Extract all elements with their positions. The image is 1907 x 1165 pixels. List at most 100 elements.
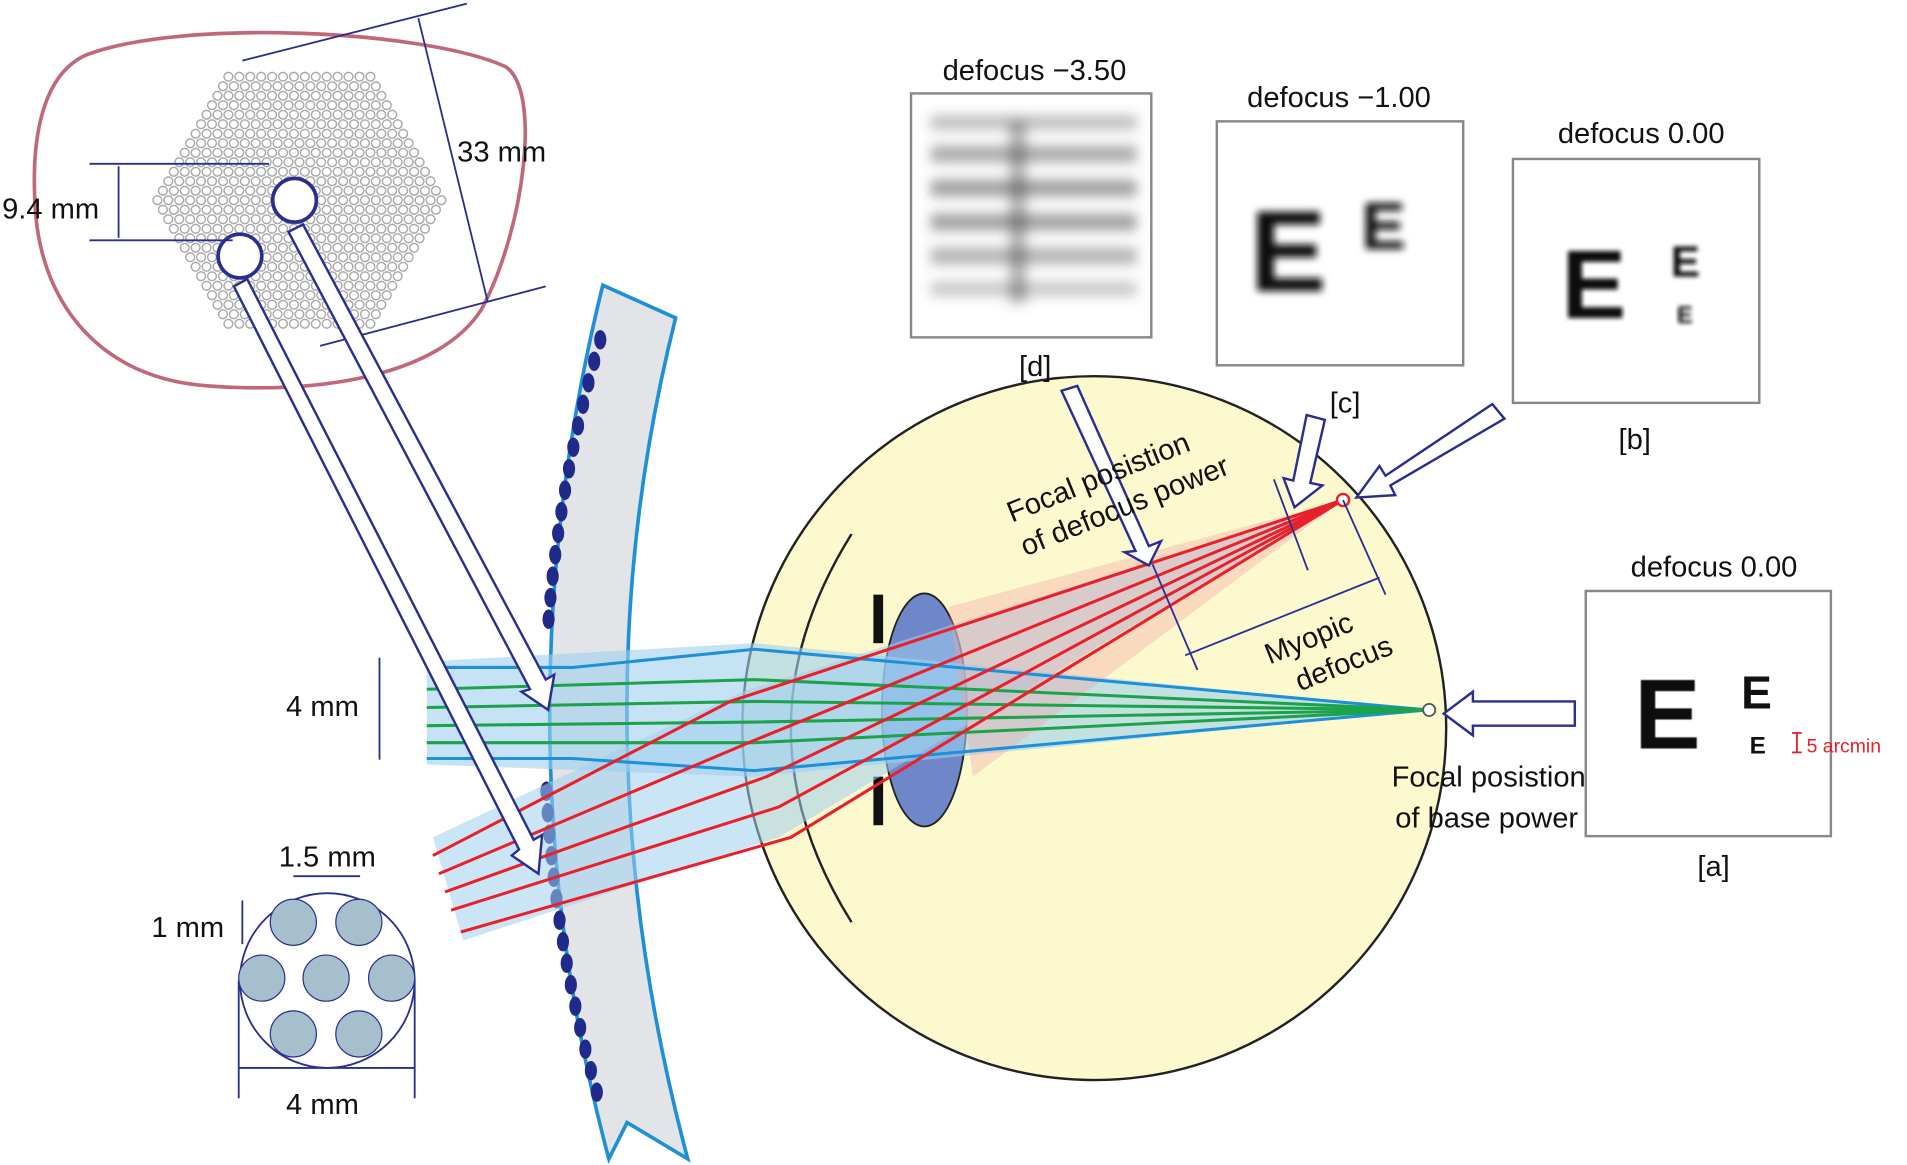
microlens-dot xyxy=(321,71,332,82)
microlens-dot xyxy=(174,157,185,168)
microlens-dot xyxy=(212,204,223,215)
lenslet-bump xyxy=(564,974,577,995)
spectacle-lens-outline xyxy=(32,30,527,390)
letter-large: E xyxy=(1634,660,1700,771)
microlens-dot xyxy=(365,71,376,82)
microlens-dot xyxy=(256,280,267,291)
microlens-dot xyxy=(201,185,212,196)
microlens-dot xyxy=(299,166,310,177)
microlens-dot xyxy=(272,138,283,149)
microlens-dot xyxy=(228,100,239,111)
microlens-dot xyxy=(321,147,332,158)
microlens-dot xyxy=(365,318,376,329)
microlens-dot xyxy=(201,242,212,253)
microlens-dot xyxy=(261,252,272,263)
microlens-dot xyxy=(332,242,343,253)
microlens-dot xyxy=(206,214,218,225)
microlens-dot xyxy=(376,166,387,177)
microlens-dot xyxy=(272,233,283,244)
microlens-dot xyxy=(201,280,212,291)
microlens-dot xyxy=(256,71,267,82)
microlens-dot xyxy=(228,214,239,225)
microlens-dot xyxy=(223,318,234,329)
microlens-dot xyxy=(212,299,223,310)
microlens-dot xyxy=(294,119,305,130)
microlens-dot xyxy=(201,166,212,177)
panel-title: defocus 0.00 xyxy=(1558,118,1725,150)
microlens-dot xyxy=(332,128,343,139)
microlens-dot xyxy=(310,109,321,120)
microlens-dot xyxy=(283,81,294,92)
microlens-dot xyxy=(337,138,349,149)
microlens-dot xyxy=(212,128,223,139)
letter-medium: E xyxy=(1671,238,1700,287)
lenslet-bump xyxy=(574,1017,587,1038)
microlens-dot xyxy=(359,119,371,130)
microlens-dot xyxy=(337,271,349,282)
microlens-dot xyxy=(392,119,403,130)
blurred-letter: E xyxy=(1250,188,1327,316)
base-focal-label-1: Focal posistion xyxy=(1392,761,1586,793)
microlens-dot xyxy=(245,147,256,158)
microlens-dot xyxy=(387,242,398,253)
microlens-dot xyxy=(294,157,305,168)
microlens-dot xyxy=(359,252,371,263)
microlens-dot xyxy=(392,233,403,244)
microlens-dot xyxy=(212,223,223,234)
microlens-dot xyxy=(288,318,300,329)
microlens-dot xyxy=(392,214,403,225)
microlens-dot xyxy=(359,138,371,149)
microlens-dot xyxy=(288,109,300,120)
microlens-dot xyxy=(283,252,294,263)
microlens-dot xyxy=(174,176,185,187)
microlens-dot xyxy=(348,252,360,263)
microlens-dot xyxy=(294,138,305,149)
microlens-dot xyxy=(365,185,376,196)
panel-a: defocus 0.00 E E E 5 arcmin [a] xyxy=(1584,551,1881,883)
microlens-dot xyxy=(408,204,420,215)
microlens-dot xyxy=(277,71,289,82)
microlens-dot xyxy=(392,138,403,149)
microlens-dot xyxy=(370,233,381,244)
microlens-dot xyxy=(299,109,310,120)
microlens-dot xyxy=(348,100,360,111)
panel-tag: [b] xyxy=(1619,424,1651,456)
microlens-dot xyxy=(206,138,218,149)
microlens-dot xyxy=(403,233,414,244)
microlens-dot xyxy=(408,242,420,253)
microlens-dot xyxy=(365,299,376,310)
microlens-dot xyxy=(179,147,190,158)
microlens-dot xyxy=(305,290,316,301)
microlens-dot xyxy=(370,157,381,168)
microlens-dot xyxy=(256,185,267,196)
microlens-dot xyxy=(365,109,376,120)
microlens-dot xyxy=(359,309,371,320)
microlens-dot xyxy=(387,147,398,158)
microlens-dot xyxy=(234,318,245,329)
microlens-dot xyxy=(256,109,267,120)
iris-bottom xyxy=(873,776,884,826)
microlens-dot xyxy=(398,166,409,177)
microlens-dot xyxy=(201,109,212,120)
microlens-dot xyxy=(299,318,310,329)
microlens-dot xyxy=(223,299,234,310)
microlens-dot xyxy=(201,147,212,158)
microlens-dot xyxy=(414,157,425,168)
microlens-dot xyxy=(343,109,354,120)
microlens-dot xyxy=(288,128,300,139)
microlens-dot xyxy=(234,166,245,177)
microlens-dot xyxy=(223,90,234,101)
microlens-dot xyxy=(381,138,392,149)
microlens-dot xyxy=(277,223,289,234)
microlens-dot xyxy=(305,81,316,92)
microlens-dot xyxy=(283,271,294,282)
microlens-dot xyxy=(288,299,300,310)
microlens-dot xyxy=(327,195,338,206)
microlens-dot xyxy=(299,71,310,82)
microlens-dot xyxy=(310,223,321,234)
microlens-dot xyxy=(392,252,403,263)
microlens-dot xyxy=(256,147,267,158)
microlens-dot xyxy=(234,147,245,158)
microlens-dot xyxy=(250,157,261,168)
microlens-dot xyxy=(206,100,218,111)
